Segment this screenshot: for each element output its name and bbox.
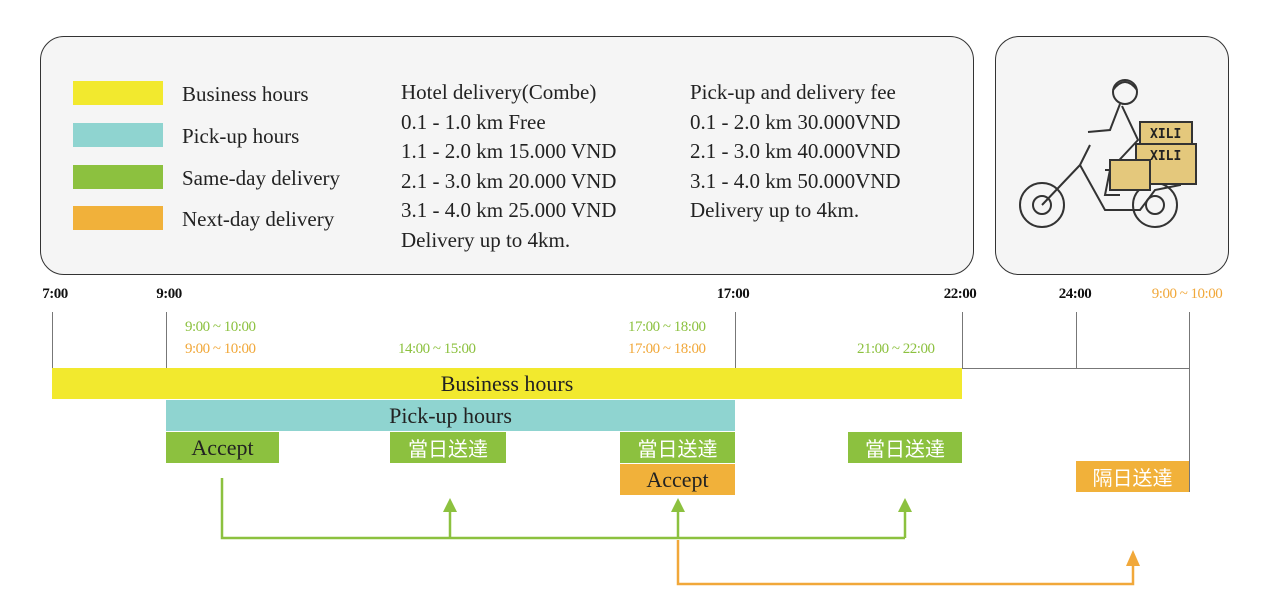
same-day-delivery-bar: 當日送達: [620, 432, 735, 463]
hotel-line: Delivery up to 4km.: [401, 227, 571, 252]
tick-label-next-day: 9:00 ~ 10:00: [1151, 286, 1223, 302]
fee-line: 3.1 - 4.0 km 50.000VND: [690, 168, 901, 193]
svg-text:XILI: XILI: [1150, 149, 1181, 164]
tick-line: [735, 312, 736, 368]
tick-label: 17:00: [716, 286, 750, 302]
time-window: 9:00 ~ 10:00: [185, 319, 256, 335]
legend-swatch-same-day: [73, 165, 163, 189]
tick-line: [166, 312, 167, 368]
legend-label: Next-day delivery: [182, 207, 335, 231]
tick-line: [1189, 312, 1190, 492]
legend-swatch-next-day: [73, 206, 163, 230]
legend-label: Business hours: [182, 82, 309, 106]
time-window: 17:00 ~ 18:00: [628, 319, 706, 335]
pickup-hours-bar: Pick-up hours: [166, 400, 735, 431]
arrow-head-icon: [1126, 550, 1140, 566]
next-day-delivery-bar: 隔日送達: [1076, 461, 1189, 492]
hotel-delivery-info: Hotel delivery(Combe) 0.1 - 1.0 km Free …: [401, 78, 616, 256]
same-day-delivery-bar: 當日送達: [848, 432, 962, 463]
legend-swatch-pickup: [73, 123, 163, 147]
tick-line: [52, 312, 53, 398]
hotel-line: 0.1 - 1.0 km Free: [401, 109, 546, 134]
tick-label: 9:00: [156, 286, 182, 302]
fee-line: 0.1 - 2.0 km 30.000VND: [690, 109, 901, 134]
same-day-delivery-bar: 當日送達: [390, 432, 506, 463]
time-window: 21:00 ~ 22:00: [857, 341, 935, 357]
arrow-head-icon: [443, 498, 912, 512]
accept-same-day-bar: Accept: [166, 432, 279, 463]
next-day-flow-arrow: [676, 540, 1135, 586]
business-hours-bar: Business hours: [52, 368, 962, 399]
tick-label: 22:00: [943, 286, 977, 302]
tick-label: 7:00: [42, 286, 68, 302]
flow-arrows: [220, 478, 1140, 586]
fee-line: Delivery up to 4km.: [690, 198, 860, 223]
delivery-scooter-illustration: XILI XILI: [1019, 79, 1197, 228]
hotel-line: 3.1 - 4.0 km 25.000 VND: [401, 198, 617, 223]
legend-swatch-business: [73, 81, 163, 105]
accept-next-day-bar: Accept: [620, 464, 735, 495]
time-window: 17:00 ~ 18:00: [628, 341, 706, 357]
hotel-line: 2.1 - 3.0 km 20.000 VND: [401, 168, 617, 193]
legend-label: Same-day delivery: [182, 166, 341, 190]
logo-text: XILI: [1150, 127, 1181, 142]
tick-label: 24:00: [1058, 286, 1092, 302]
hotel-line: 1.1 - 2.0 km 15.000 VND: [401, 139, 617, 164]
time-window: 14:00 ~ 15:00: [398, 341, 476, 357]
pickup-fee-info: Pick-up and delivery fee 0.1 - 2.0 km 30…: [690, 78, 901, 226]
fee-line: Pick-up and delivery fee: [690, 80, 896, 104]
time-window: 9:00 ~ 10:00: [185, 341, 256, 357]
same-day-flow-arrow: [220, 478, 907, 540]
legend-label: Pick-up hours: [182, 124, 300, 148]
legend-panel: [40, 36, 974, 275]
hotel-line: Hotel delivery(Combe): [401, 80, 597, 104]
tick-line: [962, 312, 963, 368]
tick-line: [1076, 312, 1077, 368]
fee-line: 2.1 - 3.0 km 40.000VND: [690, 139, 901, 164]
